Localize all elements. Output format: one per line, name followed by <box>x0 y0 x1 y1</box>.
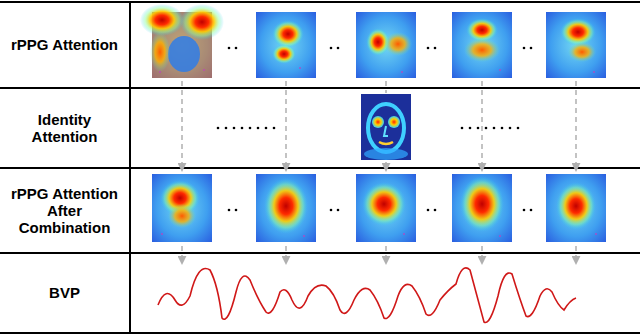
table-rule <box>0 87 640 89</box>
heatmap-ground <box>452 174 512 242</box>
heatmap-ground <box>546 174 606 242</box>
cool-region <box>168 36 200 72</box>
heatmap-ground <box>256 12 316 78</box>
dashed-arrow <box>575 81 577 171</box>
dashed-arrow <box>181 246 183 264</box>
dashed-arrow <box>385 81 387 93</box>
heat-blob <box>464 38 500 62</box>
heatmap <box>546 12 606 78</box>
table-rule <box>0 332 640 334</box>
dashed-arrow <box>181 81 183 171</box>
speckle <box>161 233 163 235</box>
nose-line <box>384 126 388 136</box>
table-rule <box>0 252 640 254</box>
row-label: rPPG Attention After Combination <box>9 185 121 237</box>
heatmap-ground <box>356 12 416 78</box>
speckle <box>299 67 301 69</box>
eye-blob <box>372 116 384 128</box>
row-label: BVP <box>9 284 121 301</box>
heat-blob <box>362 182 406 226</box>
heatmap-ground <box>356 174 416 242</box>
heatmap <box>140 4 224 78</box>
table-rule <box>129 2 131 333</box>
speckle <box>593 71 595 73</box>
heat-blob <box>180 4 224 40</box>
bvp-waveform <box>158 268 576 323</box>
heatmap <box>256 12 316 78</box>
eye-blob <box>388 116 400 128</box>
ellipsis-dots <box>217 47 533 212</box>
heat-blob <box>460 176 504 232</box>
speckle <box>159 71 161 73</box>
heat-blob <box>150 32 170 72</box>
row-label-cell: rPPG Attention After Combination <box>0 169 129 252</box>
dashed-arrow <box>481 246 483 264</box>
dashed-arrow <box>385 246 387 264</box>
heatmap <box>256 174 316 242</box>
heatmap <box>356 12 416 78</box>
identity-heatmap <box>361 94 411 160</box>
heat-blob <box>168 204 196 228</box>
table-rule <box>0 167 640 169</box>
mouth-line <box>379 142 393 144</box>
heatmap <box>152 174 212 242</box>
speckle <box>595 233 597 235</box>
dashed-arrow <box>285 81 287 171</box>
heat-blob <box>560 18 596 46</box>
heatmap-ground <box>256 174 316 242</box>
heat-blob <box>384 32 412 56</box>
neck-region <box>364 148 408 160</box>
heatmap-ground <box>452 12 512 78</box>
speckle <box>403 233 405 235</box>
dashed-arrow <box>575 246 577 264</box>
speckle <box>203 69 205 71</box>
dashed-arrow <box>385 162 387 171</box>
heatmap <box>452 174 512 242</box>
row-label: rPPG Attention <box>9 36 121 53</box>
row-label-cell: rPPG Attention <box>0 3 129 87</box>
speckles <box>159 67 597 237</box>
heat-blob <box>264 178 308 234</box>
dashed-arrow <box>285 246 287 264</box>
heat-blob <box>568 42 596 62</box>
speckle <box>499 69 501 71</box>
heat-blob <box>140 4 184 36</box>
heatmap <box>546 174 606 242</box>
heat-blob <box>556 182 596 230</box>
speckle <box>499 235 501 237</box>
speckle <box>303 235 305 237</box>
heatmap <box>452 12 512 78</box>
heatmap-ground <box>546 12 606 78</box>
row-label-cell: Identity Attention <box>0 89 129 167</box>
row-label: Identity Attention <box>9 111 121 146</box>
heatmap <box>356 174 416 242</box>
heat-blob <box>272 44 296 64</box>
heatmap-ground <box>361 94 411 160</box>
speckle <box>401 71 403 73</box>
face-outline <box>368 104 404 152</box>
dashed-arrows <box>182 81 576 264</box>
dashed-arrow <box>481 81 483 171</box>
heatmap-ground <box>152 174 212 242</box>
table-rule <box>0 1 640 3</box>
row-label-cell: BVP <box>0 254 129 332</box>
heat-blob <box>272 20 304 48</box>
